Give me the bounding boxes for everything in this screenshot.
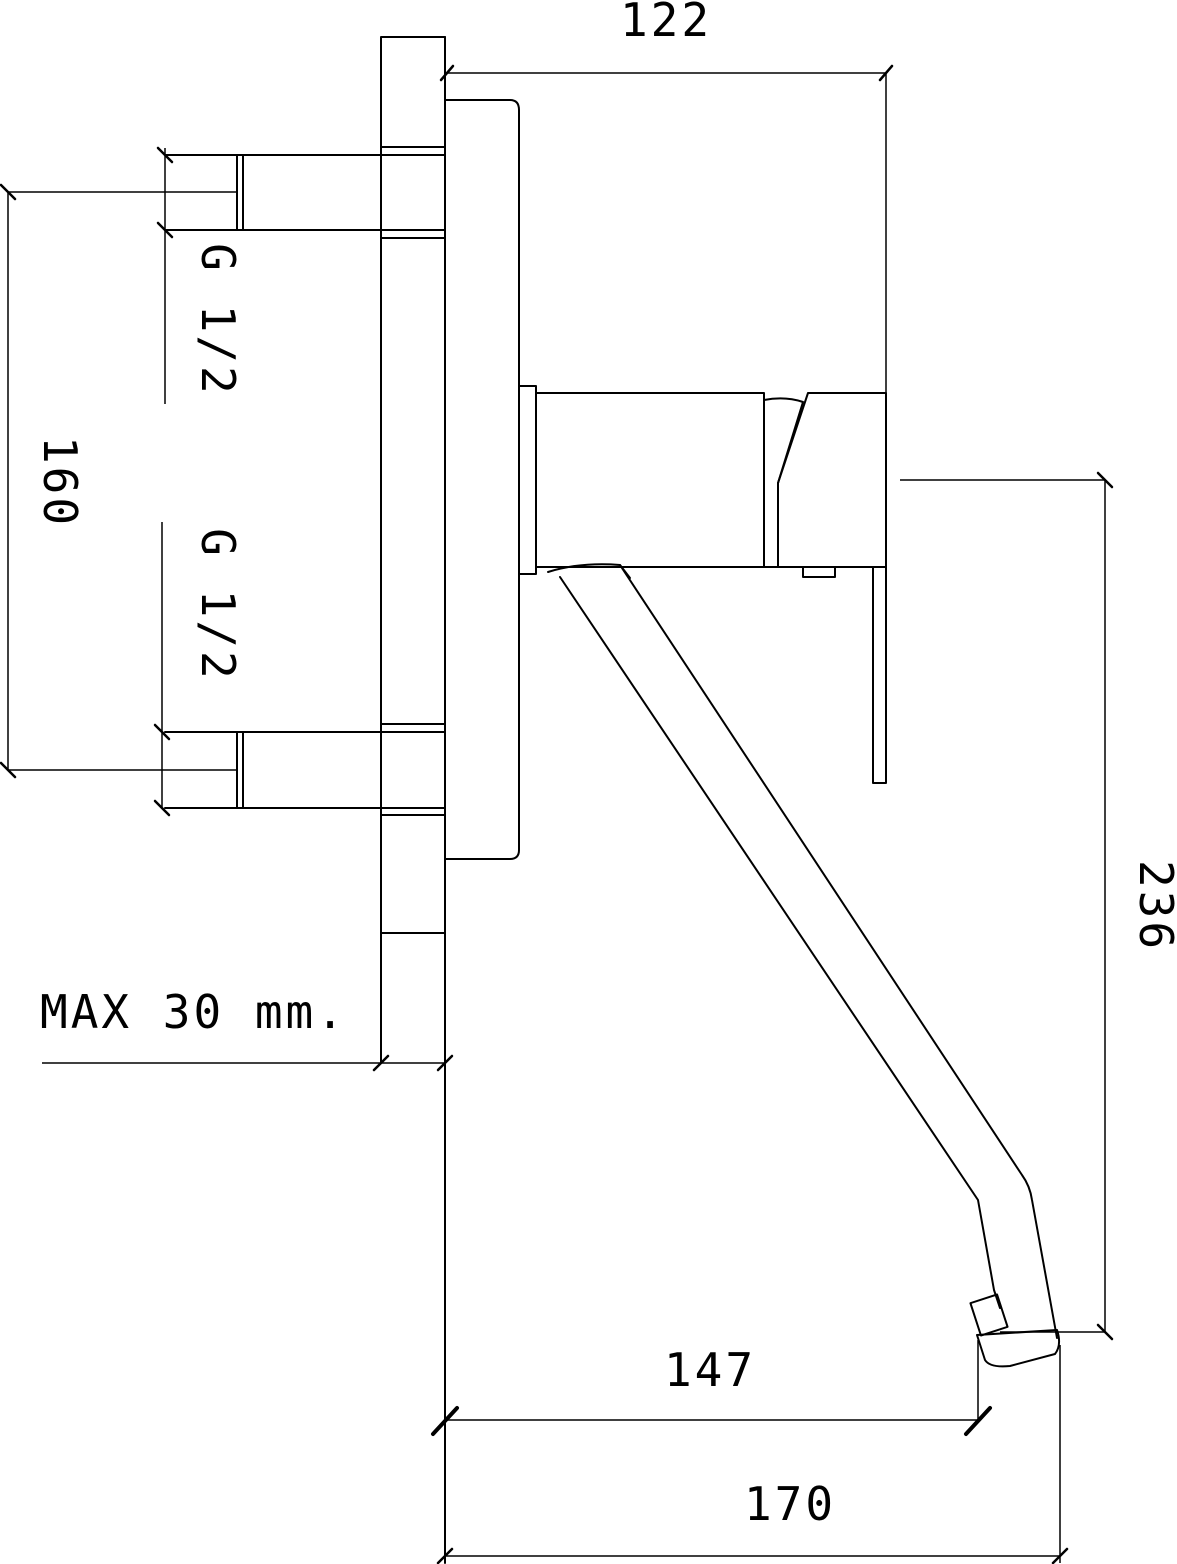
dimension-overall-depth-label: 170 xyxy=(744,1477,836,1531)
dimension-wall-thickness-label: MAX 30 mm. xyxy=(40,985,347,1039)
dimension-inlet-spacing: 160 xyxy=(0,183,237,779)
dimension-spout-reach: 147 xyxy=(431,1340,992,1436)
dimension-connection-upper: G 1/2 xyxy=(156,146,245,404)
spout xyxy=(547,563,1061,1368)
body-cylinder xyxy=(535,392,765,568)
dimension-connection-upper-label: G 1/2 xyxy=(191,243,245,396)
spout-aerator-ring xyxy=(969,1293,1009,1337)
dimension-wall-thickness: MAX 30 mm. xyxy=(40,985,454,1072)
dimension-connection-lower: G 1/2 xyxy=(153,522,245,817)
wall-hatch-top xyxy=(380,36,446,148)
mounting-plate xyxy=(444,99,520,860)
dimension-inlet-spacing-label: 160 xyxy=(33,436,87,528)
dimension-spout-height: 236 xyxy=(900,471,1177,1341)
wall-hatch-bottom xyxy=(380,814,446,934)
lever-head xyxy=(777,392,887,568)
dimension-spout-reach-label: 147 xyxy=(664,1343,756,1397)
lever-handle xyxy=(872,566,887,784)
body-collar xyxy=(518,385,537,575)
spout-inner-ridge xyxy=(619,564,631,579)
faucet-body xyxy=(518,385,887,784)
spout-top-edge xyxy=(547,563,1058,1339)
dimension-spout-height-label: 236 xyxy=(1129,860,1177,952)
spout-bottom-edge xyxy=(559,576,1001,1309)
spout-aerator xyxy=(976,1329,1061,1368)
dimension-overall-depth: 170 xyxy=(436,1345,1069,1564)
dimension-top-width-label: 122 xyxy=(620,0,712,47)
dimension-top-width: 122 xyxy=(439,0,894,393)
wall-section xyxy=(380,36,446,1564)
wall-hatch-middle xyxy=(380,237,446,725)
dimension-connection-lower-label: G 1/2 xyxy=(191,528,245,681)
lever-cap xyxy=(802,566,836,578)
inlet-pipe-upper xyxy=(164,154,382,231)
